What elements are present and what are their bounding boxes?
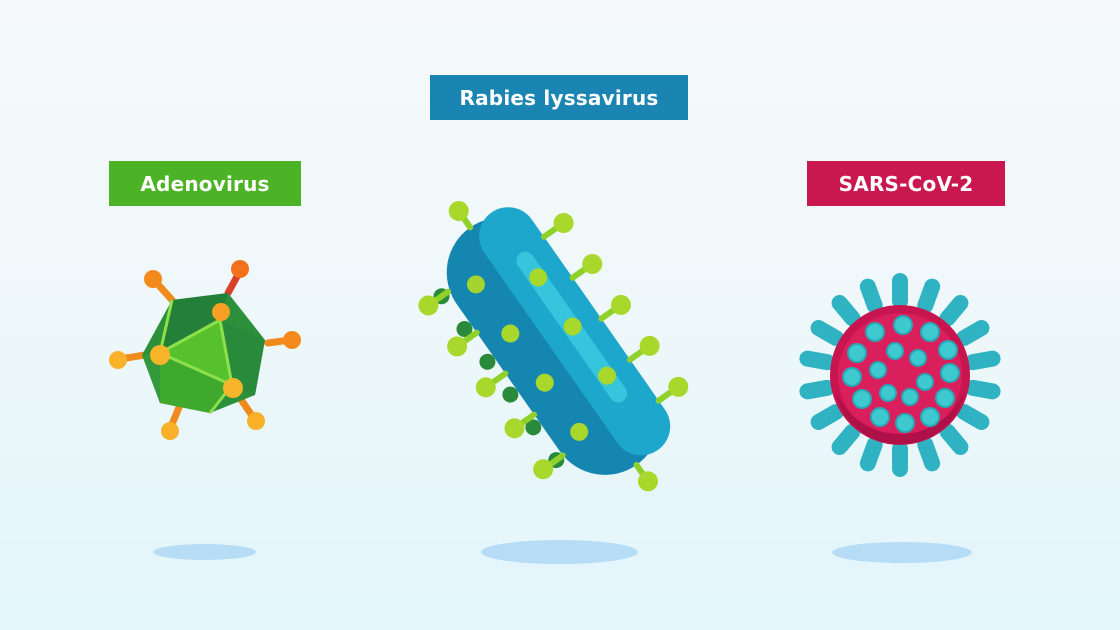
label-sars-text: SARS-CoV-2: [838, 171, 974, 196]
sars-cov-2-icon: [799, 273, 1001, 477]
label-adenovirus-text: Adenovirus: [140, 171, 270, 196]
sars-cov-2-shadow: [832, 542, 972, 563]
label-rabies-text: Rabies lyssavirus: [459, 85, 659, 110]
rabies-lyssavirus-icon: [418, 200, 689, 492]
rabies-shadow: [481, 540, 638, 564]
adenovirus-icon: [109, 260, 301, 440]
label-sars-cov-2: SARS-CoV-2: [807, 161, 1005, 206]
label-rabies-lyssavirus: Rabies lyssavirus: [430, 75, 688, 120]
label-adenovirus: Adenovirus: [109, 161, 301, 206]
adenovirus-shadow: [153, 544, 256, 560]
